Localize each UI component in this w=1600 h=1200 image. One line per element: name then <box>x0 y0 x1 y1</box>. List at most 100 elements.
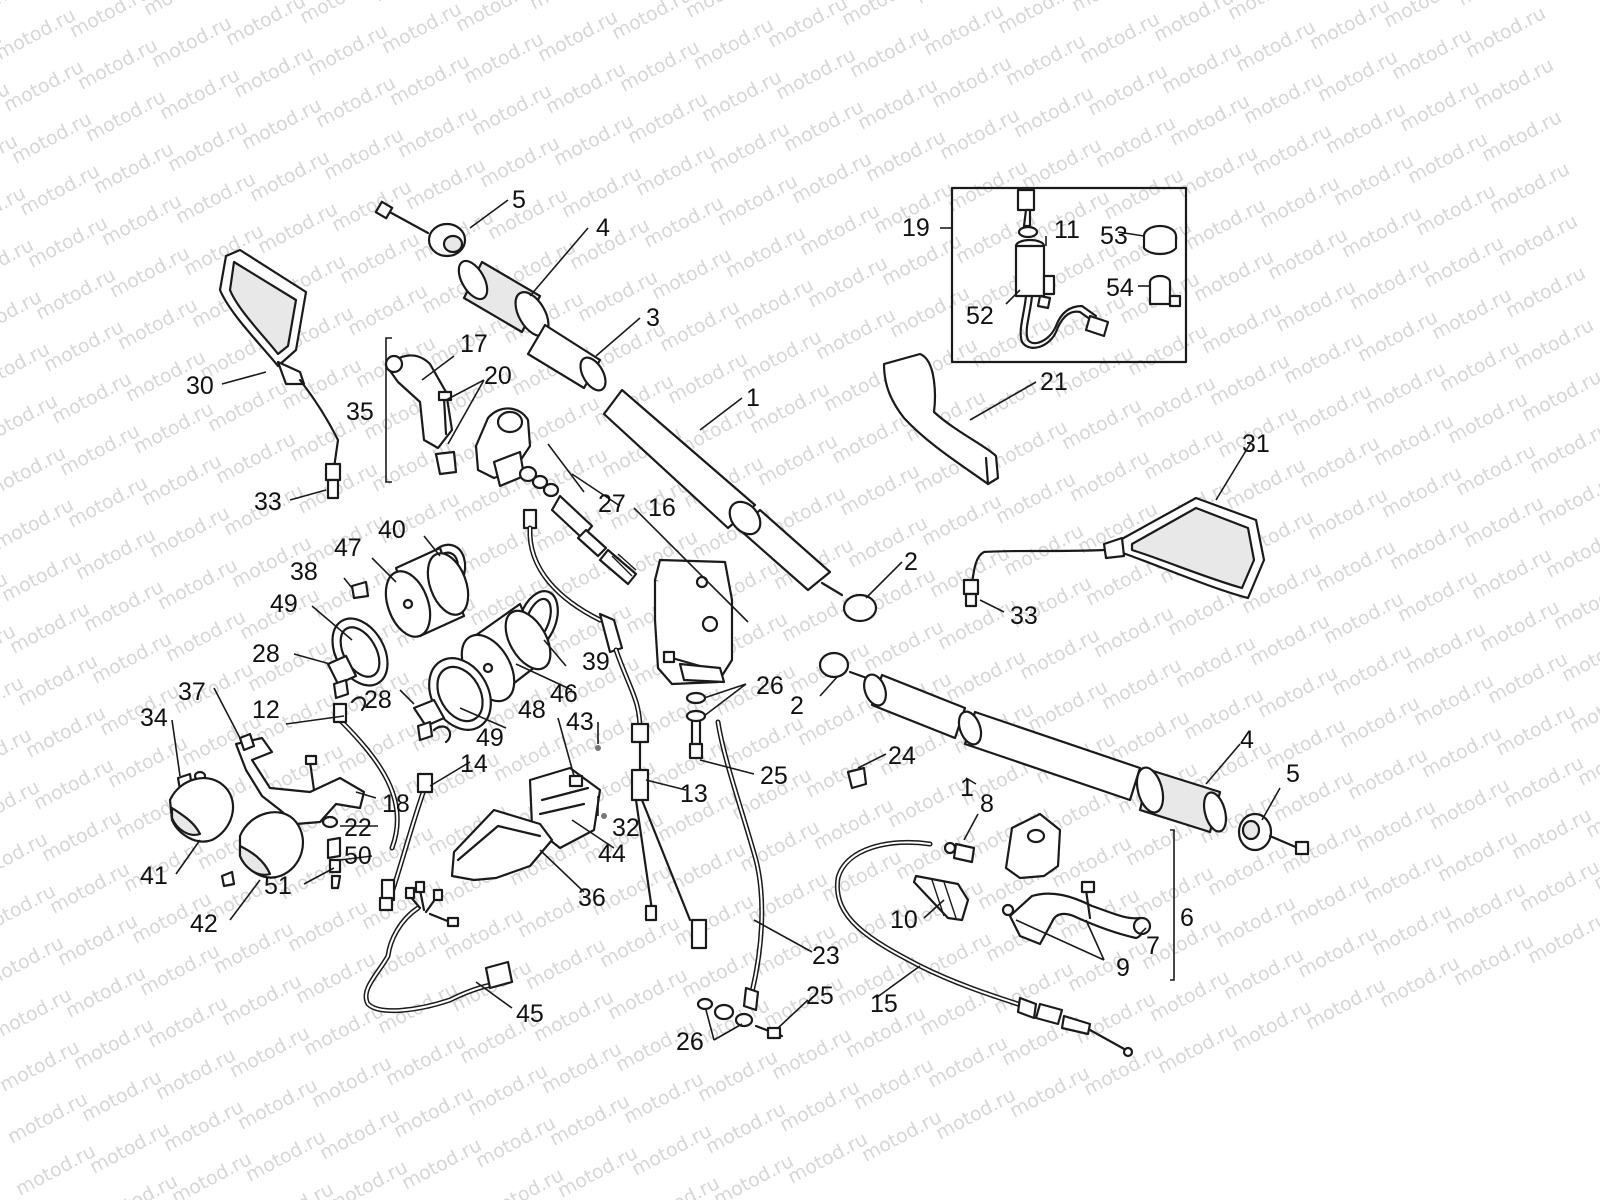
watermark-text: motod.ru <box>0 546 85 606</box>
watermark-text: motod.ru <box>246 146 333 206</box>
watermark-text: motod.ru <box>38 806 125 866</box>
watermark-text: motod.ru <box>538 1038 625 1098</box>
watermark-text: motod.ru <box>1508 804 1595 864</box>
label-16: 16 <box>648 494 676 522</box>
watermark-text: motod.ru <box>1468 544 1555 604</box>
watermark-text: motod.ru <box>534 6 621 66</box>
watermark-text: motod.ru <box>172 168 259 228</box>
watermark-text: motod.ru <box>772 44 859 104</box>
label-37: 37 <box>178 678 206 706</box>
watermark-text: motod.ru <box>1476 596 1563 656</box>
watermark-text: motod.ru <box>710 1150 797 1200</box>
watermark-text: motod.ru <box>1198 298 1285 358</box>
watermark-text: motod.ru <box>152 1044 239 1104</box>
label-33-left: 33 <box>254 488 282 516</box>
watermark-text: motod.ru <box>802 742 889 802</box>
watermark-text: motod.ru <box>1280 328 1367 388</box>
watermark-text: motod.ru <box>1460 492 1547 552</box>
watermark-text: motod.ru <box>78 1066 165 1126</box>
watermark-text: motod.ru <box>754 430 841 490</box>
watermark-text: motod.ru <box>638 682 725 742</box>
label-25-top: 25 <box>760 762 788 790</box>
watermark-text: motod.ru <box>0 880 59 940</box>
watermark-text: motod.ru <box>690 14 777 74</box>
watermark-text: motod.ru <box>144 992 231 1052</box>
watermark-text: motod.ru <box>14 650 101 710</box>
watermark-text: motod.ru <box>1534 470 1600 530</box>
watermark-text: motod.ru <box>702 1098 789 1158</box>
watermark-text: motod.ru <box>1524 908 1600 968</box>
label-6: 6 <box>1180 904 1194 932</box>
watermark-text: motod.ru <box>1264 224 1351 284</box>
watermark-text: motod.ru <box>82 86 169 146</box>
label-36: 36 <box>578 884 606 912</box>
watermark-text: motod.ru <box>1190 246 1277 306</box>
watermark-text: motod.ru <box>604 964 691 1024</box>
watermark-text: motod.ru <box>472 1112 559 1172</box>
watermark-text: motod.ru <box>378 0 465 58</box>
watermark-text: motod.ru <box>86 1118 173 1178</box>
watermark-text: motod.ru <box>1228 996 1315 1056</box>
watermark-text: motod.ru <box>344 280 431 340</box>
watermark-text: motod.ru <box>398 1134 485 1194</box>
label-17: 17 <box>460 330 488 358</box>
watermark-text: motod.ru <box>1360 848 1447 908</box>
watermark-text: motod.ru <box>1106 706 1193 766</box>
watermark-text: motod.ru <box>1380 0 1467 32</box>
watermark-text: motod.ru <box>0 1036 83 1096</box>
label-43: 43 <box>566 708 594 736</box>
watermark-text: motod.ru <box>1140 424 1227 484</box>
watermark-text: motod.ru <box>66 0 153 42</box>
watermark-text: motod.ru <box>1410 670 1497 730</box>
label-10: 10 <box>890 906 918 934</box>
watermark-text: motod.ru <box>1470 54 1557 114</box>
watermark-text: motod.ru <box>1294 922 1381 982</box>
watermark-text: motod.ru <box>1296 432 1383 492</box>
brake-hose <box>696 719 784 1040</box>
watermark-text: motod.ru <box>230 42 317 102</box>
watermark-text: motod.ru <box>924 1032 1011 1092</box>
watermark-text: motod.ru <box>522 934 609 994</box>
watermark-text: motod.ru <box>844 512 931 572</box>
watermark-text: motod.ru <box>1484 648 1571 708</box>
watermark-text: motod.ru <box>1352 796 1439 856</box>
watermark-text: motod.ru <box>0 494 77 554</box>
watermark-text: motod.ru <box>484 184 571 244</box>
watermark-text: motod.ru <box>942 646 1029 706</box>
watermark-text: motod.ru <box>1322 98 1409 158</box>
watermark-text: motod.ru <box>694 1046 781 1106</box>
watermark-text: motod.ru <box>1330 150 1417 210</box>
watermark-text: motod.ru <box>386 50 473 110</box>
watermark-text: motod.ru <box>1396 76 1483 136</box>
watermark-text: motod.ru <box>1182 194 1269 254</box>
watermark-text: motod.ru <box>0 442 69 502</box>
watermark-text: motod.ru <box>550 110 637 170</box>
watermark-text: motod.ru <box>1500 752 1587 812</box>
watermark-text: motod.ru <box>1542 522 1600 582</box>
label-53: 53 <box>1100 222 1128 250</box>
watermark-text: motod.ru <box>730 274 817 334</box>
watermark-text: motod.ru <box>628 1120 715 1180</box>
watermark-text: motod.ru <box>1270 766 1357 826</box>
label-27: 27 <box>598 490 626 518</box>
watermark-text: motod.ru <box>234 1074 321 1134</box>
label-48: 48 <box>518 696 546 724</box>
watermark-text: motod.ru <box>838 0 925 30</box>
watermark-text: motod.ru <box>226 1022 313 1082</box>
watermark-text: motod.ru <box>114 294 201 354</box>
label-34: 34 <box>140 704 168 732</box>
watermark-text: motod.ru <box>238 94 325 154</box>
watermark-text: motod.ru <box>1462 2 1549 62</box>
watermark-text: motod.ru <box>242 1126 329 1186</box>
watermark-text: motod.ru <box>146 502 233 562</box>
label-31: 31 <box>1242 430 1270 458</box>
label-39: 39 <box>582 648 610 676</box>
watermark-text: motod.ru <box>222 0 309 50</box>
watermark-text: motod.ru <box>32 264 119 324</box>
watermark-text: motod.ru <box>1518 366 1600 426</box>
watermark-text: motod.ru <box>760 972 847 1032</box>
watermark-text: motod.ru <box>1426 774 1513 834</box>
watermark-text: motod.ru <box>1232 16 1319 76</box>
watermark-text: motod.ru <box>1278 818 1365 878</box>
watermark-text: motod.ru <box>1346 254 1433 314</box>
